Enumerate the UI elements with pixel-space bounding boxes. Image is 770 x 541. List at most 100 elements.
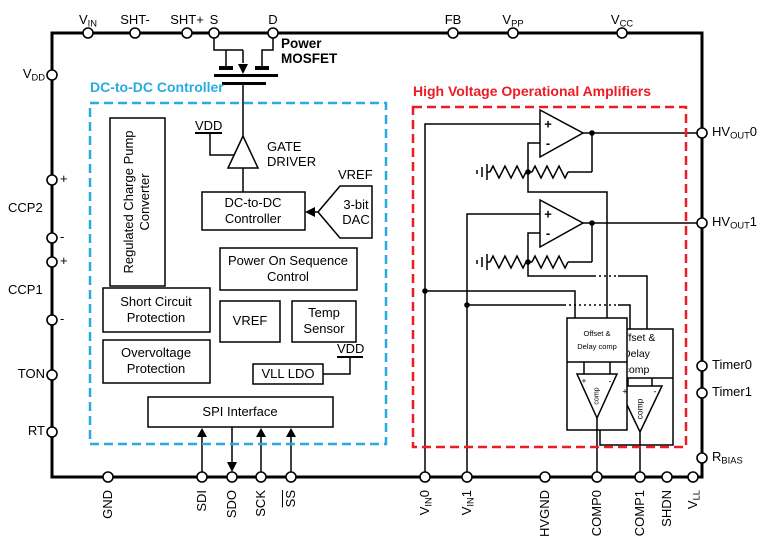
pin-label-shdn: SHDN bbox=[659, 490, 675, 541]
pin-label-gnd: GND bbox=[100, 490, 116, 541]
comp-output-wires bbox=[596, 418, 641, 472]
hvoa-section-box bbox=[411, 105, 688, 449]
pin-label-timer1: Timer1 bbox=[712, 384, 752, 400]
ccp1-plus-pin bbox=[46, 256, 58, 268]
vdd-pin bbox=[46, 69, 58, 81]
pin-label-text: 0 bbox=[417, 490, 432, 498]
sht-minus-pin bbox=[129, 27, 141, 39]
pin-label-vll: VLL bbox=[685, 490, 702, 541]
ccp2-minus-pin bbox=[46, 232, 58, 244]
pin-label-text: + bbox=[60, 171, 68, 186]
sdo-pin bbox=[226, 471, 238, 483]
pin-label-text: SHT+ bbox=[170, 12, 204, 27]
sht-plus-pin bbox=[181, 27, 193, 39]
power-mosfet-text: Power bbox=[281, 36, 322, 51]
comp1-vin-feed bbox=[467, 304, 631, 329]
pin-circles bbox=[46, 27, 708, 483]
vdd-vll-text: VDD bbox=[337, 341, 365, 356]
pin-label-vin0: VIN0 bbox=[417, 490, 434, 541]
comp1-triangle bbox=[616, 385, 664, 434]
comp0-pin bbox=[591, 471, 603, 483]
dcdc-controller-box bbox=[201, 191, 306, 231]
charge-pump-box bbox=[109, 117, 166, 287]
junction-dot bbox=[525, 259, 531, 265]
comp1-feedback-feed bbox=[527, 262, 648, 329]
pin-label-s: S bbox=[210, 12, 219, 28]
comp0-triangle-plus-text: + bbox=[581, 376, 587, 386]
junction-dot bbox=[464, 302, 470, 308]
block-label-line: Overvoltage bbox=[120, 345, 192, 360]
comp0-triangle-plus: + bbox=[582, 374, 587, 389]
vcc-pin bbox=[616, 27, 628, 39]
pin-label-comp0: COMP0 bbox=[589, 490, 605, 541]
vin0-pin bbox=[419, 471, 431, 483]
pin-label-sck: SCK bbox=[253, 490, 269, 541]
gate-driver-triangle bbox=[226, 134, 260, 169]
temp-sensor-box bbox=[291, 300, 357, 343]
pin-label-comp1: COMP1 bbox=[632, 490, 648, 541]
mosfet-channel-bar bbox=[214, 74, 278, 77]
group-label-ccp2: CCP2 bbox=[8, 200, 43, 216]
hvout1-pin bbox=[696, 217, 708, 229]
pin-label-text: SHT- bbox=[120, 12, 150, 27]
pin-label-text: Timer1 bbox=[712, 384, 752, 399]
block-label-line: Regulated Charge Pump bbox=[121, 130, 136, 274]
offset-delay-0-label: Offset &Delay comp bbox=[577, 327, 617, 353]
shdn-pin bbox=[661, 471, 673, 483]
offset-delay-1-line: Delay bbox=[628, 348, 650, 360]
pin-label-text: V bbox=[22, 66, 32, 81]
dac-3bit-text: DAC bbox=[342, 212, 370, 227]
pin-label-text: SCK bbox=[253, 490, 268, 517]
opamp0-minus: - bbox=[546, 136, 550, 151]
hvout0-pin bbox=[696, 127, 708, 139]
timer0-pin bbox=[696, 360, 708, 372]
pin-label-text: 1 bbox=[749, 214, 758, 229]
spi-interface-box bbox=[147, 396, 334, 428]
opamp1-triangle bbox=[539, 198, 585, 249]
block-label-line: Controller bbox=[224, 211, 282, 226]
pin-label-text: Timer0 bbox=[712, 357, 752, 372]
pin-label-text: V bbox=[417, 506, 432, 516]
chip-border bbox=[50, 31, 704, 479]
offset-delay-1-line: comp bbox=[628, 364, 650, 376]
hvoa-section-title: High Voltage Operational Amplifiers bbox=[413, 83, 652, 99]
pin-label-ss: SS bbox=[283, 490, 299, 541]
timer1-pin bbox=[696, 387, 708, 399]
pin-label-text: SS bbox=[283, 490, 298, 508]
offset-delay-0-box bbox=[566, 317, 628, 431]
mosfet-source-pad bbox=[219, 66, 233, 70]
pin-label-text: 0 bbox=[749, 124, 758, 139]
block-outlines bbox=[102, 117, 674, 446]
pin-label-sht-minus: SHT- bbox=[120, 12, 150, 28]
comp0-triangle-minus-text: - bbox=[608, 376, 612, 386]
sdi-arrowhead bbox=[197, 428, 207, 437]
block-label-line: Protection bbox=[126, 310, 186, 325]
junction-dot bbox=[589, 220, 595, 226]
vref-box bbox=[219, 300, 281, 343]
pin-label-text: RT bbox=[27, 423, 45, 438]
d-pin bbox=[267, 27, 279, 39]
ground-symbol-1 bbox=[476, 254, 490, 270]
mosfet-gate-bar bbox=[222, 82, 266, 85]
short-circuit-box bbox=[102, 287, 211, 333]
power-on-sequence-box bbox=[219, 247, 358, 291]
rbias-pin bbox=[696, 452, 708, 464]
pin-label-text: PP bbox=[511, 18, 524, 29]
vdd-gate-driver-text: VDD bbox=[195, 118, 223, 133]
pin-label-text: CC bbox=[619, 18, 634, 29]
pin-label-text: SHDN bbox=[659, 490, 674, 527]
comp1-triangle-plus-text: + bbox=[622, 386, 628, 397]
vpp-pin bbox=[507, 27, 519, 39]
dac-arrowhead bbox=[305, 207, 315, 217]
pin-label-vpp: VPP bbox=[502, 12, 523, 32]
block-label-line: Control bbox=[267, 269, 309, 284]
vin1-pin bbox=[461, 471, 473, 483]
pin-label-ccp1-plus: + bbox=[60, 253, 68, 269]
